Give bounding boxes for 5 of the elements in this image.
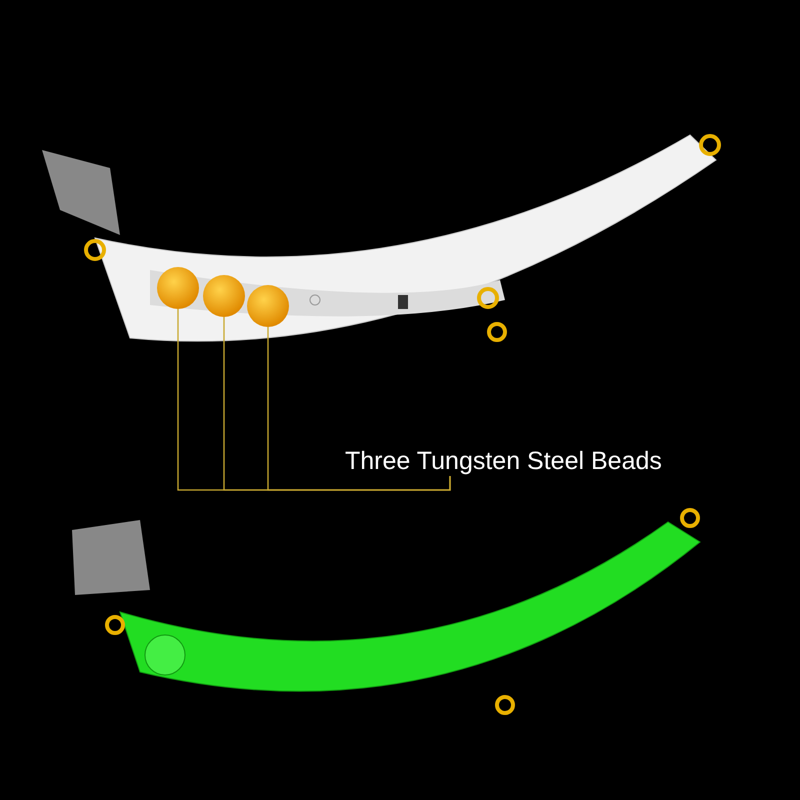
steel-bead [203, 275, 245, 317]
leader-line [267, 327, 451, 491]
steel-bead [157, 267, 199, 309]
callout-text: Three Tungsten Steel Beads [345, 447, 662, 476]
steel-bead [247, 285, 289, 327]
